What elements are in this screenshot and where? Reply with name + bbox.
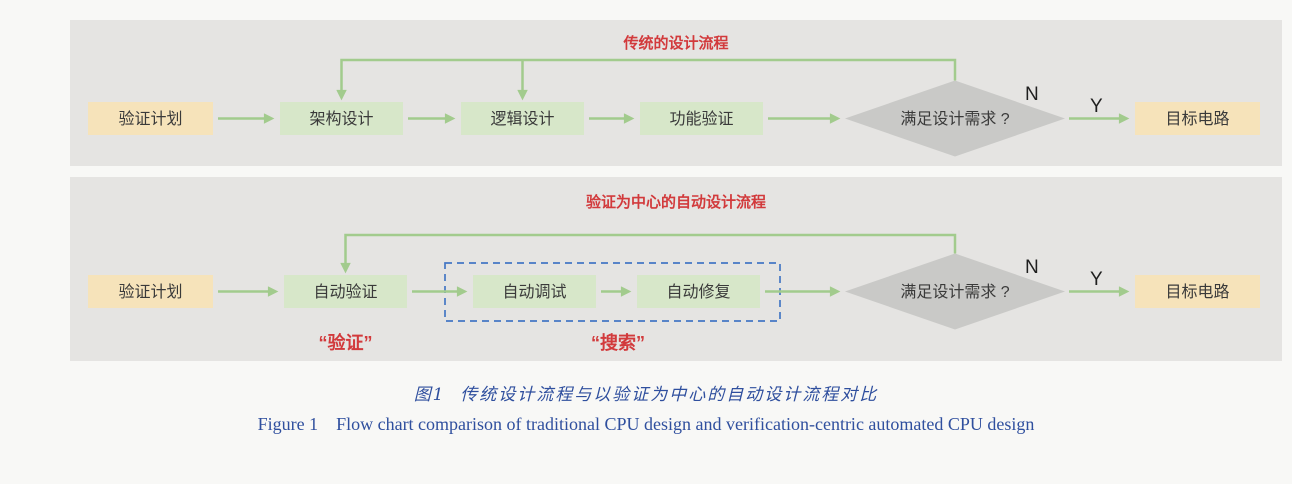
node-label: 目标电路 <box>1165 110 1229 128</box>
branch-no-label: N <box>1025 84 1039 105</box>
node-auto-debug <box>473 275 596 308</box>
node-label: 功能验证 <box>669 110 733 128</box>
feedback-arrow <box>336 58 957 101</box>
node-logic-design <box>461 102 584 135</box>
decision-label: 满足设计需求 ? <box>900 283 1009 301</box>
figure-caption-english: Figure 1 Flow chart comparison of tradit… <box>257 414 1035 434</box>
node-target-circuit <box>1135 102 1260 135</box>
node-label: 验证计划 <box>118 283 182 301</box>
automated-flow-diagram: 验证为中心的自动设计流程 验证计划 自动验证 自动调试 自动修复 满足设计需求 … <box>88 193 1260 353</box>
decision-diamond <box>845 80 1065 157</box>
figure-caption-chinese: 图1 传统设计流程与以验证为中心的自动设计流程对比 <box>413 385 879 405</box>
node-label: 验证计划 <box>118 110 182 128</box>
verification-annotation: “验证” <box>319 332 373 353</box>
feedback-arrow <box>340 233 957 274</box>
node-label: 目标电路 <box>1165 283 1229 301</box>
traditional-flow-panel: 传统的设计流程 验证计划 架构设计 逻辑设计 功能验证 满足设计需求 ? N Y… <box>70 20 1282 166</box>
decision-label: 满足设计需求 ? <box>900 110 1009 128</box>
node-architecture-design <box>280 102 403 135</box>
node-functional-verification <box>640 102 763 135</box>
node-label: 自动验证 <box>313 283 377 301</box>
search-annotation: “搜索” <box>591 332 645 353</box>
node-auto-verification <box>284 275 407 308</box>
branch-yes-label: Y <box>1090 96 1103 117</box>
flow-title: 传统的设计流程 <box>622 34 728 52</box>
node-label: 自动调试 <box>502 283 566 301</box>
flow-title: 验证为中心的自动设计流程 <box>586 193 766 211</box>
traditional-flow-diagram: 传统的设计流程 验证计划 架构设计 逻辑设计 功能验证 满足设计需求 ? N Y… <box>88 34 1260 157</box>
branch-yes-label: Y <box>1090 269 1103 290</box>
node-verification-plan <box>88 102 213 135</box>
node-verification-plan <box>88 275 213 308</box>
node-label: 架构设计 <box>309 110 373 128</box>
automated-flow-panel: 验证为中心的自动设计流程 验证计划 自动验证 自动调试 自动修复 满足设计需求 … <box>70 177 1282 361</box>
decision-diamond <box>845 253 1065 330</box>
node-auto-repair <box>637 275 760 308</box>
node-target-circuit <box>1135 275 1260 308</box>
node-label: 逻辑设计 <box>490 110 554 128</box>
node-label: 自动修复 <box>666 283 730 301</box>
branch-no-label: N <box>1025 257 1039 278</box>
